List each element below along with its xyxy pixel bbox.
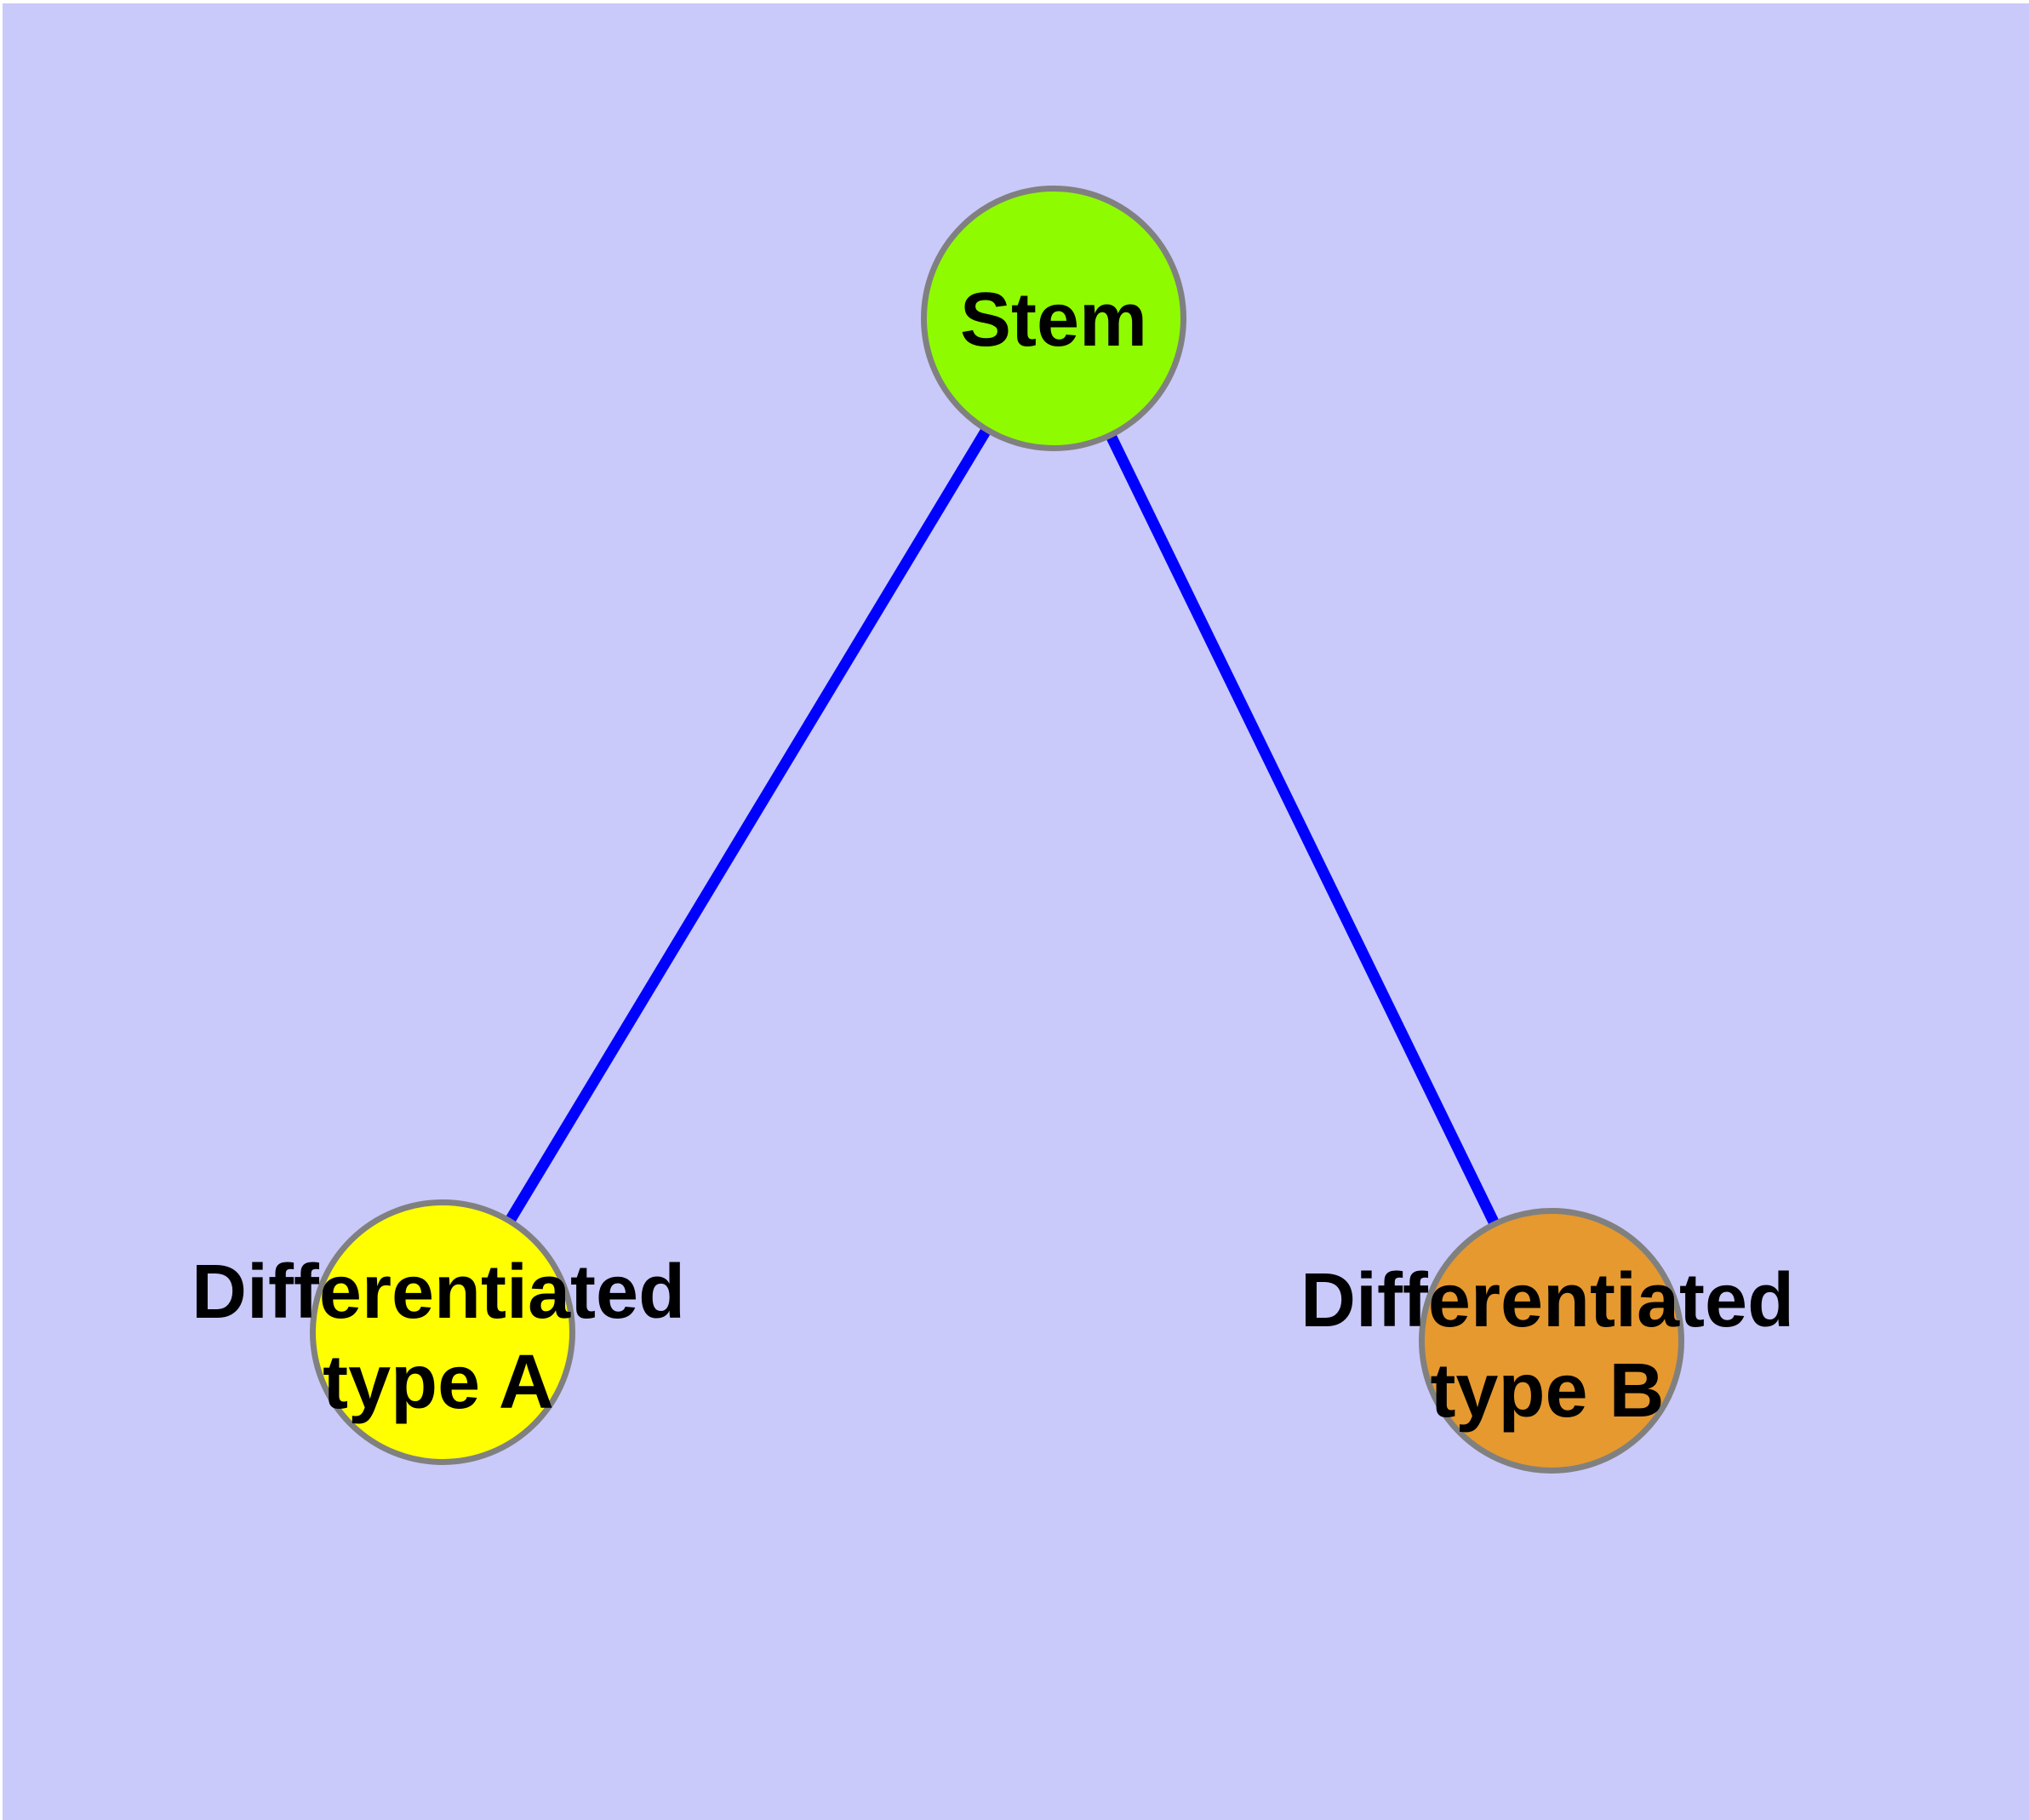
node-stem <box>921 186 1186 451</box>
node-type-a-label: Differentiated type A <box>191 1247 685 1428</box>
node-type-a-label-line2: type A <box>323 1340 554 1425</box>
node-type-a-label-line1: Differentiated <box>191 1250 686 1335</box>
node-differentiated-type-a <box>310 1199 575 1465</box>
edge-stem-to-type-a <box>437 315 1059 1336</box>
node-type-b-label-line2: type B <box>1430 1348 1665 1434</box>
node-stem-label: Stem <box>959 278 1148 363</box>
node-type-b-label: Differentiated type B <box>1300 1256 1794 1436</box>
diagram-canvas: Stem Differentiated type A Differentiate… <box>3 3 2029 1820</box>
node-differentiated-type-b <box>1419 1208 1684 1474</box>
edge-stem-to-type-b <box>1049 316 1557 1343</box>
node-type-b-label-line1: Differentiated <box>1300 1258 1795 1343</box>
edge-layer <box>437 315 1557 1343</box>
